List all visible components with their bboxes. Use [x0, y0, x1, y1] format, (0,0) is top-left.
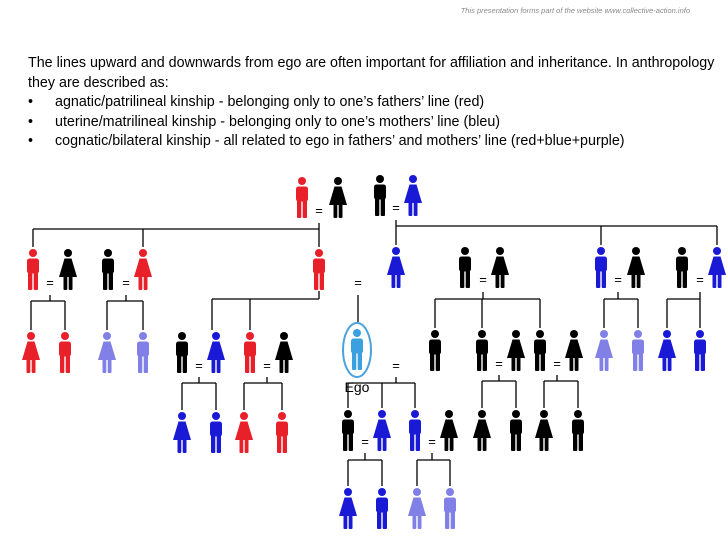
cousin-figure	[658, 330, 676, 371]
cousin-figure	[59, 332, 71, 373]
ego-marriage: =	[392, 358, 400, 373]
cousin-figure	[22, 332, 40, 373]
nephew-niece-figure	[173, 412, 191, 453]
paternal-uncle-figure	[27, 249, 39, 290]
paternal-uncle-wife-figure	[59, 249, 77, 290]
sister-figure	[207, 332, 225, 373]
maternal-uncle-marriage: =	[614, 272, 622, 287]
paternal-aunt-figure	[134, 249, 152, 290]
cousin-child-figure	[510, 410, 522, 451]
grandchild-figure	[339, 488, 357, 529]
sibling-spouse-figure	[176, 332, 188, 373]
son-marriage: =	[428, 434, 436, 449]
cousin-figure	[534, 330, 546, 371]
ego-highlight-ring	[342, 322, 372, 378]
cousin-wife-figure	[565, 330, 583, 371]
maternal-uncle-wife-figure	[627, 247, 645, 288]
cousin-figure	[429, 330, 441, 371]
cousin-child-figure	[572, 410, 584, 451]
brother-figure	[244, 332, 256, 373]
daughter-marriage: =	[361, 434, 369, 449]
maternal-aunt-marriage: =	[696, 272, 704, 287]
maternal-grandfather-figure	[374, 175, 386, 216]
ego-figure	[351, 329, 363, 370]
maternal-aunt-husband-figure	[676, 247, 688, 288]
cousin-figure	[632, 330, 644, 371]
nephew-niece-figure	[210, 412, 222, 453]
cousin-figure	[595, 330, 613, 371]
brother-wife-figure	[275, 332, 293, 373]
paternal-aunt-husband-figure	[102, 249, 114, 290]
grandchild-figure	[376, 488, 388, 529]
cousin-figure	[98, 332, 116, 373]
intro-text: The lines upward and downwards from ego …	[28, 54, 718, 152]
father-figure	[313, 249, 325, 290]
maternal-unrelated-man-figure	[459, 247, 471, 288]
cousin-wife-figure	[507, 330, 525, 371]
paternal-uncle-marriage: =	[46, 275, 54, 290]
maternal-unrelated-marriage: =	[479, 272, 487, 287]
nephew-niece-figure	[235, 412, 253, 453]
cousin-marriage: =	[553, 356, 561, 371]
maternal-aunt-figure	[708, 247, 726, 288]
paternal-grandmother-figure	[329, 177, 347, 218]
intro-lead: The lines upward and downwards from ego …	[28, 55, 715, 91]
son-figure	[409, 410, 421, 451]
bullet-uterine: uterine/matrilineal kinship - belonging …	[28, 113, 718, 133]
bullet-cognatic: cognatic/bilateral kinship - all related…	[28, 132, 718, 152]
paternal-grandparents-marriage: =	[315, 203, 323, 218]
paternal-grandfather-figure	[296, 177, 308, 218]
cousin-figure	[694, 330, 706, 371]
grandchild-figure	[444, 488, 456, 529]
cousin-figure	[476, 330, 488, 371]
cousin-child-figure	[473, 410, 491, 451]
kinship-types-list: agnatic/patrilineal kinship - belonging …	[28, 93, 718, 152]
mother-figure	[387, 247, 405, 288]
sister-marriage: =	[195, 358, 203, 373]
bullet-agnatic: agnatic/patrilineal kinship - belonging …	[28, 93, 718, 113]
cousin-marriage: =	[495, 356, 503, 371]
website-credit: This presentation forms part of the webs…	[460, 6, 690, 15]
maternal-grandmother-figure	[404, 175, 422, 216]
maternal-uncle-figure	[595, 247, 607, 288]
maternal-grandparents-marriage: =	[392, 200, 400, 215]
daughter-figure	[373, 410, 391, 451]
cousin-child-figure	[535, 410, 553, 451]
maternal-unrelated-woman-figure	[491, 247, 509, 288]
child-spouse-figure	[342, 410, 354, 451]
cousin-figure	[137, 332, 149, 373]
grandchild-figure	[408, 488, 426, 529]
parents-marriage: =	[354, 275, 362, 290]
nephew-niece-figure	[276, 412, 288, 453]
paternal-aunt-marriage: =	[122, 275, 130, 290]
son-wife-figure	[440, 410, 458, 451]
brother-marriage: =	[263, 358, 271, 373]
